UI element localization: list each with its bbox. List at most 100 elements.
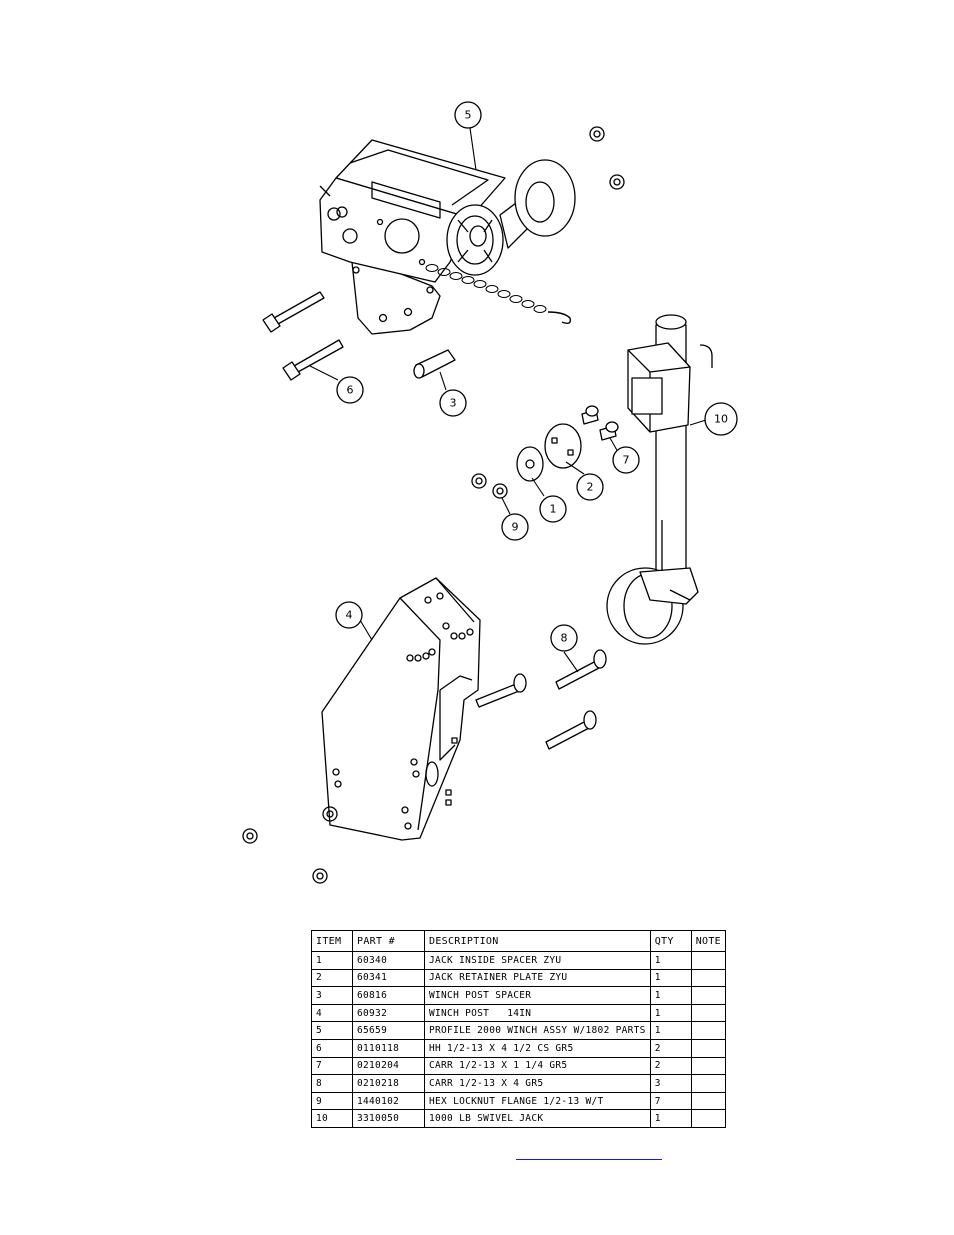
- table-row: 7 0210204 CARR 1/2-13 X 1 1/4 GR5 2: [311, 1056, 727, 1076]
- cell-note: [690, 1074, 727, 1093]
- jack-inside-spacer: [516, 446, 544, 482]
- cell-part: 60816: [352, 986, 425, 1005]
- table-row: 10 3310050 1000 LB SWIVEL JACK 1: [311, 1109, 727, 1128]
- cell-note: [690, 1038, 727, 1058]
- column-header-description: DESCRIPTION: [424, 930, 651, 952]
- cell-item: 1: [311, 951, 353, 970]
- svg-text:9: 9: [512, 521, 519, 534]
- cell-note: [690, 968, 727, 988]
- callout-10: 10: [704, 402, 738, 436]
- svg-text:8: 8: [561, 632, 568, 645]
- carriage-bolt-long: [545, 710, 597, 750]
- hex-bolt: [282, 339, 344, 381]
- hex-nut: [322, 806, 338, 822]
- cell-item: 9: [311, 1091, 353, 1111]
- column-header-note: NOTE: [690, 930, 727, 952]
- cell-description: CARR 1/2-13 X 4 GR5: [424, 1074, 651, 1093]
- cell-item: 10: [311, 1109, 353, 1128]
- cell-description: JACK RETAINER PLATE ZYU: [424, 968, 651, 988]
- table-row: 4 60932 WINCH POST 14IN 1: [311, 1003, 727, 1023]
- cell-part: 0210218: [352, 1074, 425, 1093]
- cell-description: WINCH POST SPACER: [424, 986, 651, 1005]
- cell-qty: 1: [649, 1021, 692, 1040]
- cell-part: 65659: [352, 1021, 425, 1040]
- cell-item: 2: [311, 968, 353, 988]
- table-row: 9 1440102 HEX LOCKNUT FLANGE 1/2-13 W/T …: [311, 1091, 727, 1111]
- swivel-jack: [606, 314, 713, 645]
- hex-nut: [609, 174, 625, 190]
- table-row: 2 60341 JACK RETAINER PLATE ZYU 1: [311, 968, 727, 988]
- parts-list-table: ITEM PART # DESCRIPTION QTY NOTE 1 60340…: [311, 930, 727, 1128]
- cell-part: 1440102: [352, 1091, 425, 1111]
- carriage-bolt-long: [475, 673, 527, 708]
- cell-qty: 7: [649, 1091, 692, 1111]
- callout-3: 3: [439, 389, 467, 417]
- footer-link-underline[interactable]: [516, 1159, 662, 1160]
- cell-description: JACK INSIDE SPACER ZYU: [424, 951, 651, 970]
- table-header-row: ITEM PART # DESCRIPTION QTY NOTE: [311, 930, 727, 952]
- cell-description: PROFILE 2000 WINCH ASSY W/1802 PARTS: [424, 1021, 651, 1040]
- cell-part: 0110118: [352, 1038, 425, 1058]
- cell-qty: 1: [649, 1003, 692, 1023]
- table-row: 5 65659 PROFILE 2000 WINCH ASSY W/1802 P…: [311, 1021, 727, 1040]
- winch-assembly: [319, 139, 576, 335]
- hex-bolt: [262, 291, 325, 333]
- svg-text:2: 2: [587, 481, 594, 494]
- cell-item: 8: [311, 1074, 353, 1093]
- callout-7: 7: [612, 446, 640, 474]
- cell-description: WINCH POST 14IN: [424, 1003, 651, 1023]
- cell-qty: 1: [649, 951, 692, 970]
- table-row: 6 0110118 HH 1/2-13 X 4 1/2 CS GR5 2: [311, 1038, 727, 1058]
- cell-description: HH 1/2-13 X 4 1/2 CS GR5: [424, 1038, 651, 1058]
- hex-nut: [471, 473, 487, 489]
- svg-text:4: 4: [346, 609, 353, 622]
- table-row: 8 0210218 CARR 1/2-13 X 4 GR5 3: [311, 1074, 727, 1093]
- cell-part: 3310050: [352, 1109, 425, 1128]
- callout-8: 8: [550, 624, 578, 652]
- carriage-bolt: [581, 405, 599, 425]
- svg-text:7: 7: [623, 454, 630, 467]
- svg-text:1: 1: [550, 503, 557, 516]
- column-header-qty: QTY: [649, 930, 692, 952]
- cell-description: 1000 LB SWIVEL JACK: [424, 1109, 651, 1128]
- svg-text:10: 10: [714, 413, 728, 426]
- table-row: 3 60816 WINCH POST SPACER 1: [311, 986, 727, 1005]
- cell-item: 3: [311, 986, 353, 1005]
- cell-item: 7: [311, 1056, 353, 1076]
- cell-item: 5: [311, 1021, 353, 1040]
- hex-nut: [492, 483, 508, 499]
- callout-2: 2: [576, 473, 604, 501]
- cell-part: 0210204: [352, 1056, 425, 1076]
- cell-note: [690, 1091, 727, 1111]
- cell-item: 6: [311, 1038, 353, 1058]
- cell-qty: 1: [649, 1109, 692, 1128]
- cell-part: 60340: [352, 951, 425, 970]
- svg-text:5: 5: [465, 109, 472, 122]
- cell-qty: 1: [649, 968, 692, 988]
- carriage-bolt: [599, 421, 619, 441]
- hex-nut: [589, 126, 605, 142]
- cell-qty: 3: [649, 1074, 692, 1093]
- table-row: 1 60340 JACK INSIDE SPACER ZYU 1: [311, 951, 727, 970]
- exploded-parts-diagram: 5 6 3 10 7 2 1 9 4 8: [242, 101, 738, 884]
- cell-part: 60932: [352, 1003, 425, 1023]
- svg-text:3: 3: [450, 397, 457, 410]
- callout-9: 9: [501, 513, 529, 541]
- cell-note: [690, 1056, 727, 1076]
- callout-5: 5: [454, 101, 482, 129]
- winch-post: [321, 577, 481, 841]
- cell-note: [690, 1109, 727, 1128]
- cell-description: CARR 1/2-13 X 1 1/4 GR5: [424, 1056, 651, 1076]
- jack-retainer-plate: [544, 423, 582, 469]
- cell-qty: 2: [649, 1056, 692, 1076]
- cell-note: [690, 951, 727, 970]
- hex-nut: [242, 828, 258, 844]
- column-header-item: ITEM: [311, 930, 353, 952]
- cell-qty: 2: [649, 1038, 692, 1058]
- cell-note: [690, 986, 727, 1005]
- cell-note: [690, 1003, 727, 1023]
- cell-part: 60341: [352, 968, 425, 988]
- svg-text:6: 6: [347, 384, 354, 397]
- callout-4: 4: [335, 601, 363, 629]
- chain: [425, 264, 572, 325]
